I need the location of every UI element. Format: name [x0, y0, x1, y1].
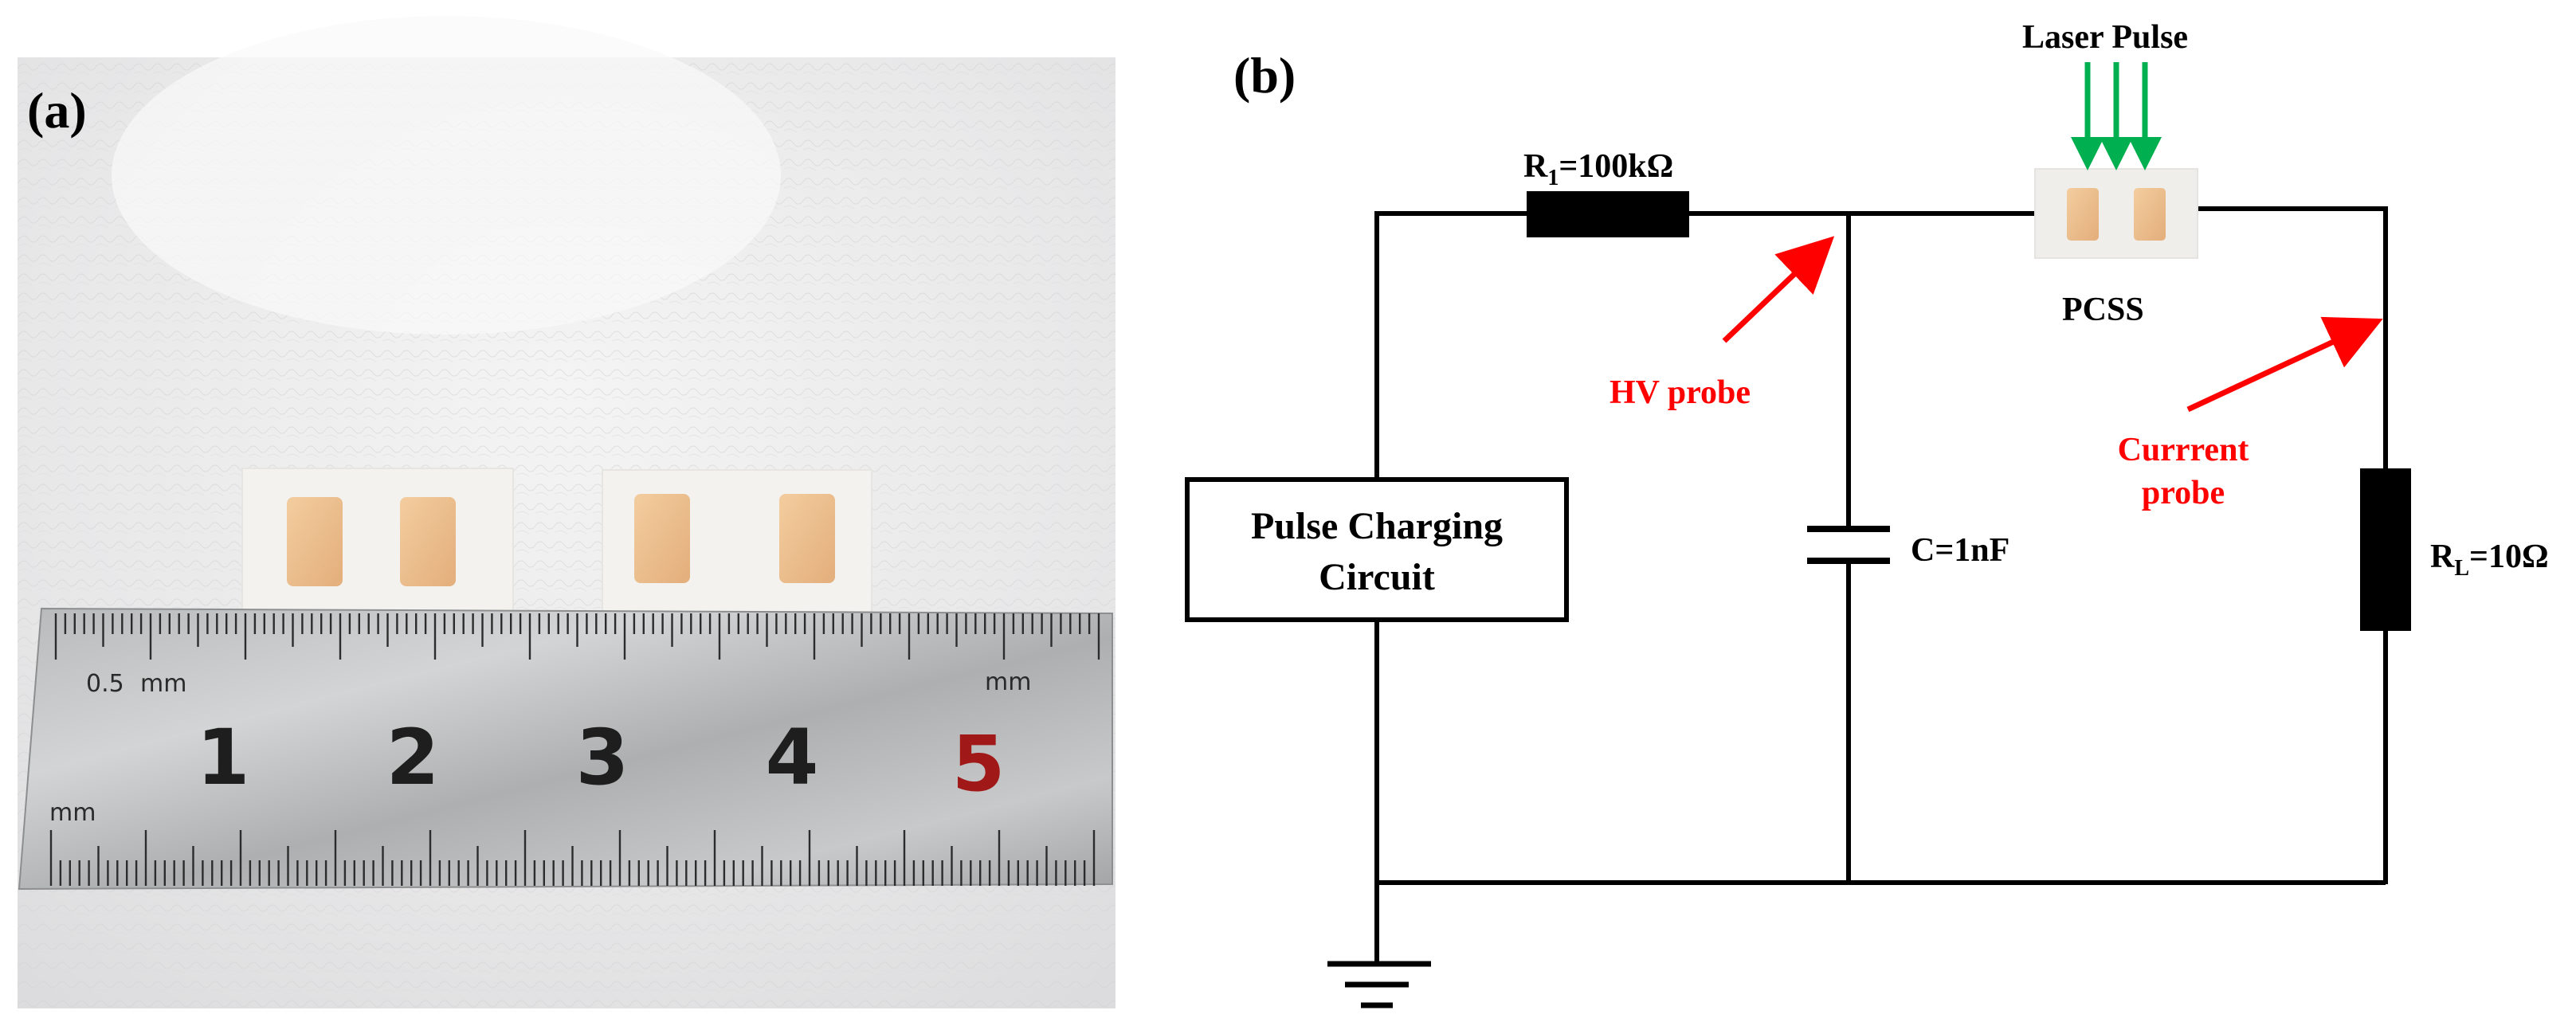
- ruler-number-2: 2: [386, 713, 440, 802]
- pulse-box-line1: Pulse Charging: [1251, 505, 1503, 547]
- current-probe-arrow-icon: [2186, 316, 2383, 413]
- panel-label-b: (b): [1233, 47, 1296, 104]
- pcss-sample-right: [602, 469, 872, 613]
- rl-label: RL=10Ω: [2430, 538, 2549, 581]
- pulse-box-line2: Circuit: [1319, 556, 1435, 598]
- capacitor-label: C=1nF: [1911, 532, 2009, 569]
- ruler-unit-bottom-left: mm: [49, 799, 96, 827]
- ruler-unit-top-left: mm: [140, 670, 186, 698]
- chip-substrate: [241, 468, 514, 613]
- electrode-pad: [400, 497, 456, 586]
- panel-label-a: (a): [27, 82, 87, 139]
- ruler-body: [18, 607, 1113, 891]
- wire-right-top: [2174, 206, 2388, 472]
- current-probe-label-line1: Currrent: [2118, 432, 2249, 468]
- pcss-device: [2034, 168, 2198, 259]
- pulse-charging-box: [1185, 477, 1569, 622]
- capacitor: [1807, 526, 1890, 564]
- laser-pulse-label: Laser Pulse: [2022, 19, 2188, 56]
- pcss-sample-left: [241, 468, 514, 613]
- ruler-number-5: 5: [952, 719, 1006, 809]
- ruler-half-mark: 0.5: [86, 670, 124, 698]
- ground-symbol: [1327, 961, 1431, 1008]
- electrode-pad: [287, 497, 343, 586]
- r1-label: R1=100kΩ: [1523, 148, 1673, 190]
- resistor-r1: [1527, 191, 1689, 237]
- circuit-wires: [1374, 206, 2388, 964]
- electrode-pad: [634, 494, 690, 583]
- panel-b-circuit: (b) R1=100kΩ PCSS: [1185, 19, 2549, 1008]
- laser-arrows: [2071, 62, 2162, 170]
- ruler-top-ticks: [54, 613, 1100, 660]
- panel-a-photo: 0.5 mm mm mm 1 2 3 4 5 (a): [18, 16, 1115, 1008]
- current-probe-label-line2: probe: [2142, 475, 2225, 511]
- ruler-unit-top-right: mm: [985, 668, 1031, 696]
- electrode-pad: [779, 494, 835, 583]
- wire-left-top: [1374, 211, 1533, 481]
- hv-probe-arrow-icon: [1722, 236, 1835, 343]
- pcss-label: PCSS: [2062, 292, 2144, 328]
- ruler-bottom-ticks: [49, 830, 1096, 886]
- pcss-pad-left: [2067, 188, 2099, 241]
- hv-probe-label: HV probe: [1610, 374, 1751, 411]
- resistor-rl: [2360, 468, 2411, 631]
- ruler-number-3: 3: [576, 713, 629, 802]
- ruler-number-4: 4: [766, 713, 819, 802]
- light-glare: [112, 16, 781, 335]
- pcss-pad-right: [2134, 188, 2166, 241]
- steel-ruler: 0.5 mm mm mm 1 2 3 4 5: [18, 607, 1113, 891]
- pcss-substrate: [2034, 168, 2198, 259]
- ruler-number-1: 1: [197, 713, 250, 802]
